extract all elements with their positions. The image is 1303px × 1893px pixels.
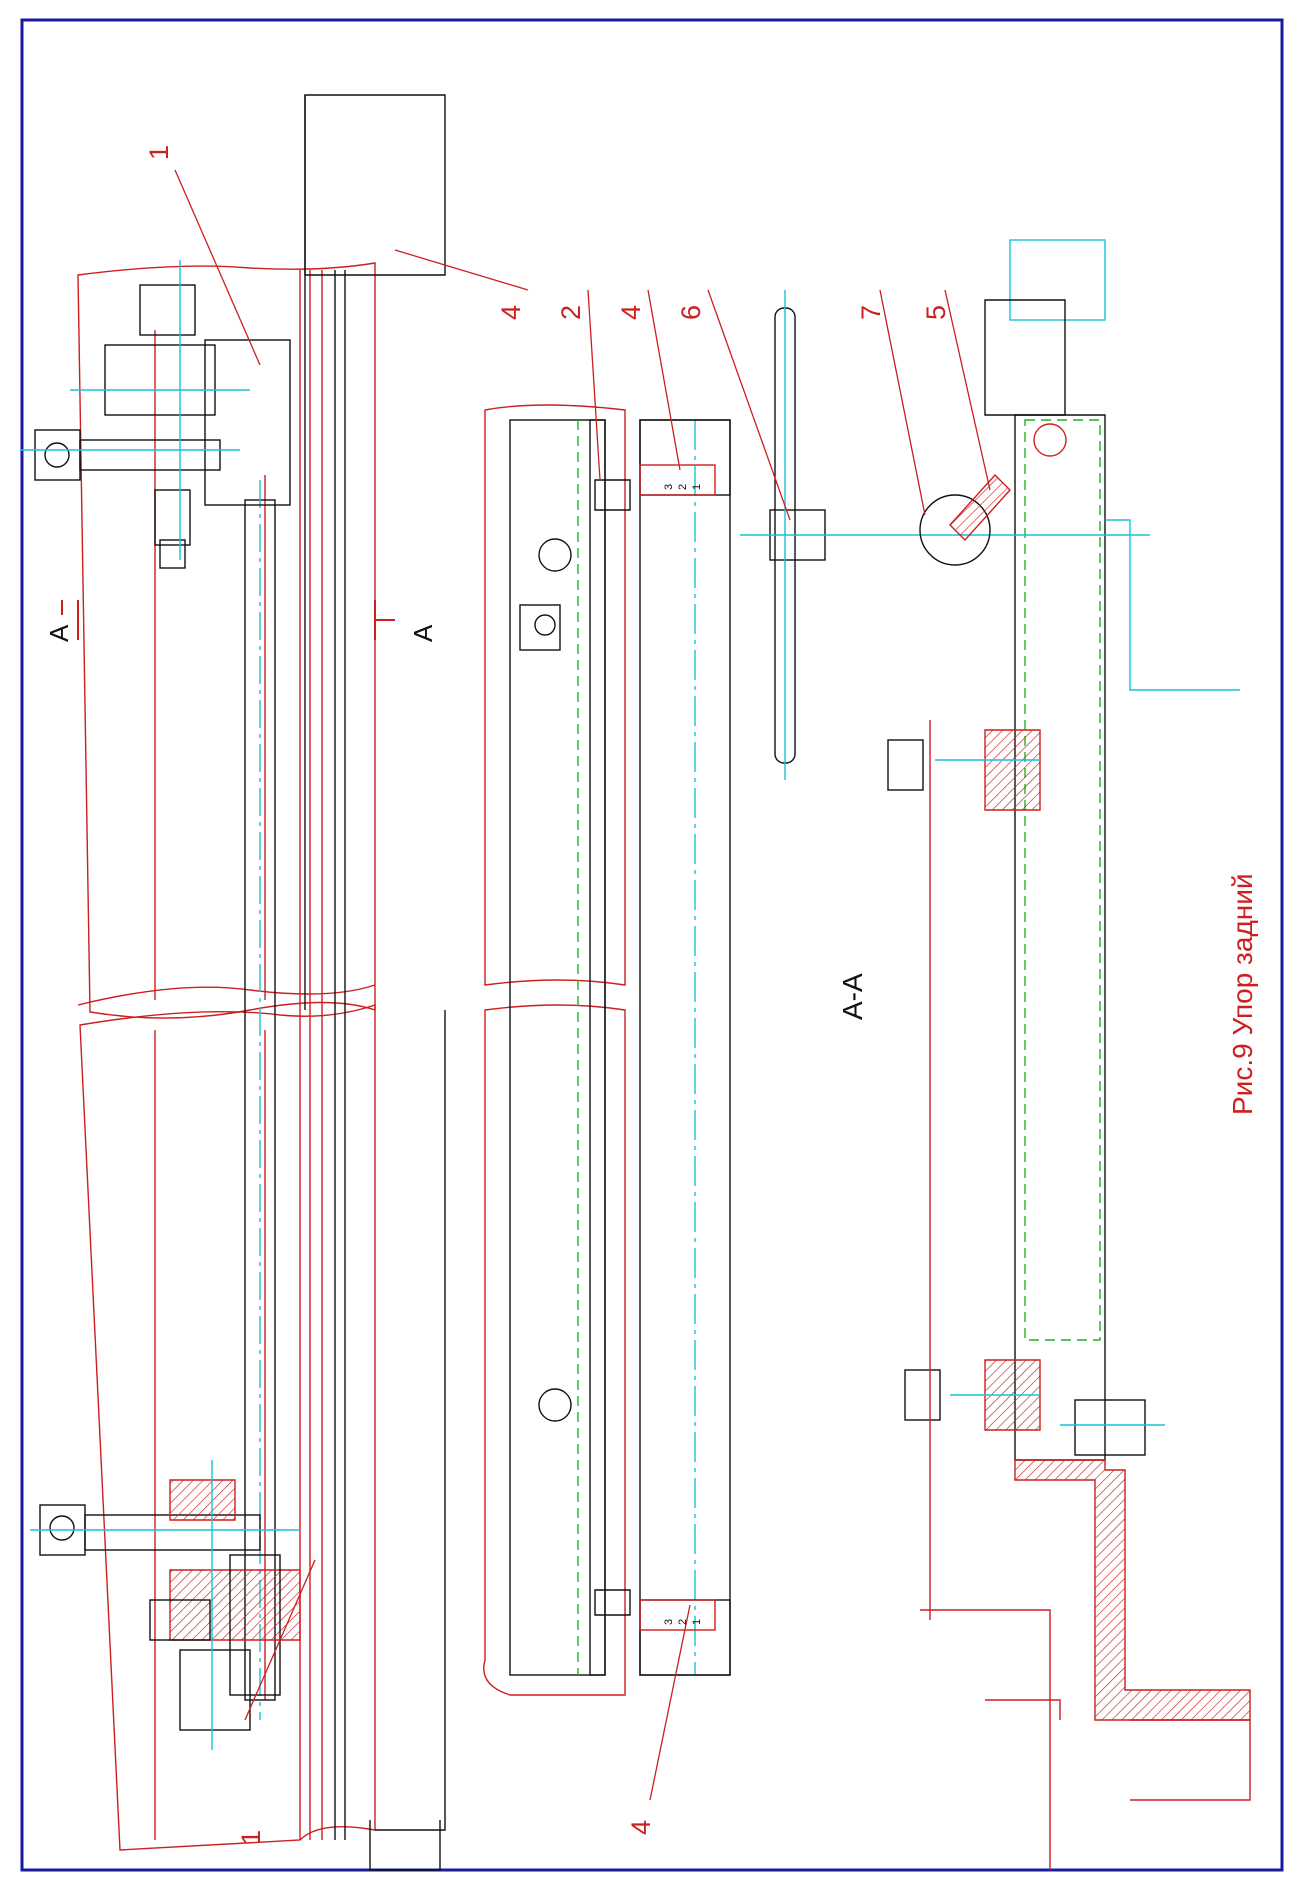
callout-7: 7 — [856, 305, 886, 320]
sheet-border — [20, 18, 1284, 1872]
scale-top-tick-3: 3 — [663, 484, 675, 490]
lower-stop-assembly — [30, 1460, 301, 1750]
scale-bottom-tick-3: 3 — [663, 1619, 675, 1625]
leader-lines — [174, 169, 991, 1801]
scale-bottom-tick-2: 2 — [677, 1619, 689, 1625]
callout-2: 2 — [556, 305, 586, 320]
upper-stop-assembly — [20, 260, 291, 569]
callout-6: 6 — [676, 305, 706, 320]
callout-4-top: 4 — [616, 305, 646, 320]
section-a-a-view — [740, 239, 1251, 1870]
callout-1-top: 1 — [144, 145, 174, 160]
callout-3: 4 — [496, 305, 526, 320]
scale-bottom: 1 2 3 — [663, 1619, 703, 1625]
callout-1-bottom: 1 — [236, 1830, 266, 1845]
scale-top-tick-2: 2 — [677, 484, 689, 490]
figure-caption: Рис.9 Упор задний — [1227, 873, 1258, 1115]
scale-bottom-tick-1: 1 — [691, 1619, 703, 1625]
middle-view — [483, 404, 731, 1696]
callout-4-bottom: 4 — [626, 1820, 656, 1835]
section-title-a-a: A-A — [837, 973, 868, 1020]
callout-5: 5 — [921, 305, 951, 320]
scale-top: 1 2 3 — [663, 484, 703, 490]
section-mark-a-top: A — [44, 624, 74, 642]
section-mark-a-bottom: A — [408, 624, 438, 642]
section-cut-marks — [61, 600, 395, 640]
scale-top-tick-1: 1 — [691, 484, 703, 490]
